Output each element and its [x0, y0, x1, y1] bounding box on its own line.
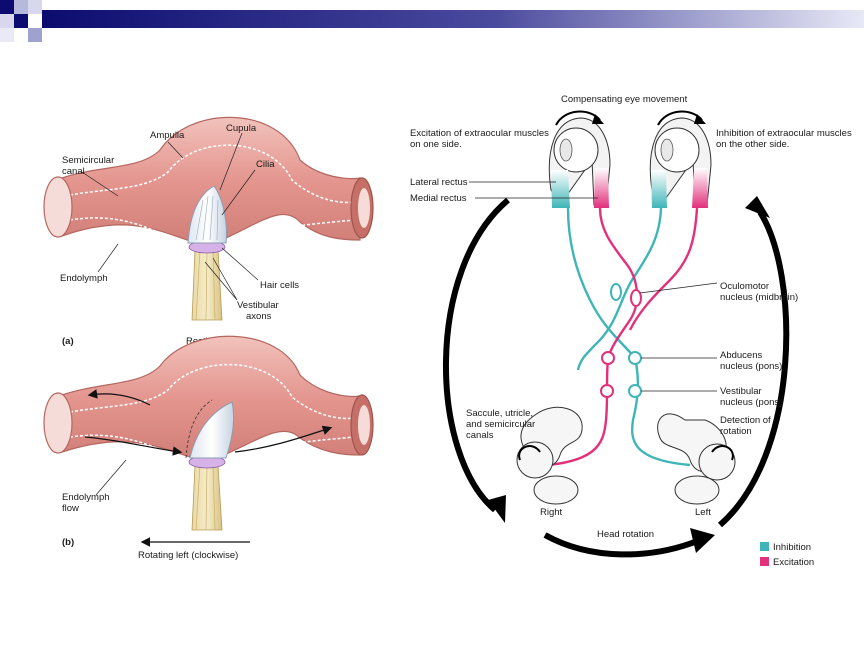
label-panel-a: (a) — [62, 336, 74, 347]
label-oculomotor: Oculomotor — [720, 281, 769, 292]
left-eye — [649, 117, 712, 208]
canal-illustration-resting — [43, 116, 374, 321]
label-inhibition-muscles-2: on the other side. — [716, 139, 789, 150]
label-cupula: Cupula — [226, 123, 257, 134]
right-eye — [548, 117, 611, 208]
label-compensating: Compensating eye movement — [561, 94, 688, 105]
label-vestibular-nucleus-2: nucleus (pons) — [720, 397, 782, 408]
label-hair-cells: Hair cells — [260, 280, 299, 291]
legend: Inhibition Excitation — [760, 542, 814, 568]
labels-panel-b: Endolymph flow (b) Rotating left (clockw… — [62, 459, 250, 561]
label-endolymph: Endolymph — [60, 273, 108, 284]
labels-right-panel: Compensating eye movement Excitation of … — [410, 94, 852, 540]
label-vestibular-nucleus: Vestibular — [720, 386, 762, 397]
label-head-rotation: Head rotation — [597, 529, 654, 540]
label-medial-rectus: Medial rectus — [410, 193, 467, 204]
label-semicircular-canal: Semicircular — [62, 155, 114, 166]
label-rotating: Rotating left (clockwise) — [138, 550, 238, 561]
canal-illustration-rotating — [43, 335, 374, 531]
legend-label-excitation: Excitation — [773, 557, 814, 568]
label-oculomotor-2: nucleus (midbrain) — [720, 292, 798, 303]
label-detection: Detection of — [720, 415, 771, 426]
label-panel-b: (b) — [62, 537, 74, 548]
label-endolymph-flow: Endolymph — [62, 492, 110, 503]
leader-lines-a — [81, 132, 259, 301]
label-cilia: Cilia — [256, 159, 275, 170]
label-left: Left — [695, 507, 711, 518]
label-excitation-muscles: Excitation of extraocular muscles — [410, 128, 549, 139]
label-right: Right — [540, 507, 563, 518]
legend-label-inhibition: Inhibition — [773, 542, 811, 553]
title-banner — [0, 0, 864, 42]
left-vestibular-organ — [657, 413, 736, 505]
label-abducens-2: nucleus (pons) — [720, 361, 782, 372]
label-axons: axons — [246, 311, 272, 322]
label-abducens: Abducens — [720, 350, 763, 361]
label-lateral-rectus: Lateral rectus — [410, 177, 468, 188]
label-inhibition-muscles: Inhibition of extraocular muscles — [716, 128, 852, 139]
label-vestibular-axons: Vestibular — [237, 300, 279, 311]
label-detection-2: rotation — [720, 426, 752, 437]
label-saccule-2: and semicircular — [466, 419, 535, 430]
label-saccule-3: canals — [466, 430, 494, 441]
legend-swatch-excitation — [760, 557, 769, 566]
label-ampulla: Ampulla — [150, 130, 185, 141]
label-saccule: Saccule, utricle, — [466, 408, 533, 419]
vor-diagram — [443, 110, 790, 558]
label-flow: flow — [62, 503, 79, 514]
label-canal: canal — [62, 166, 85, 177]
legend-swatch-inhibition — [760, 542, 769, 551]
label-excitation-muscles-2: on one side. — [410, 139, 462, 150]
right-vestibular-organ — [516, 406, 583, 505]
